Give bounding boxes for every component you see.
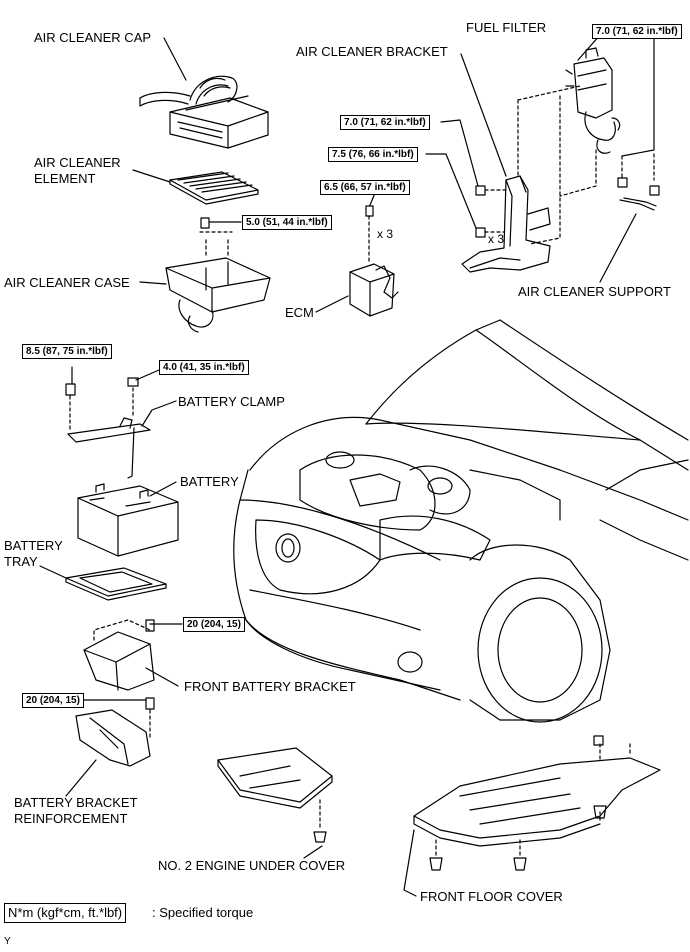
label-front-battery-bracket: FRONT BATTERY BRACKET <box>184 679 356 694</box>
torque-battery-clamp-bolt: 8.5 (87, 75 in.*lbf) <box>22 344 112 359</box>
ecm-drawing <box>349 205 399 317</box>
battery-clamp-drawing <box>65 377 151 479</box>
torque-bracket-reinforcement: 20 (204, 15) <box>22 693 84 708</box>
label-air-cleaner-support: AIR CLEANER SUPPORT <box>518 284 671 299</box>
battery-tray-drawing <box>65 567 167 601</box>
air-cleaner-element-drawing <box>169 171 259 205</box>
air-cleaner-case-drawing <box>165 217 271 333</box>
label-front-floor-cover: FRONT FLOOR COVER <box>420 889 563 904</box>
vehicle-drawing <box>233 319 689 723</box>
torque-air-cleaner-case: 5.0 (51, 44 in.*lbf) <box>242 215 332 230</box>
air-cleaner-cap-drawing <box>139 75 269 149</box>
torque-bracket-lower: 7.5 (76, 66 in.*lbf) <box>328 147 418 162</box>
figure-code: Y <box>4 936 11 947</box>
fuel-filter-drawing <box>565 47 621 154</box>
front-floor-cover-drawing <box>413 735 661 871</box>
torque-front-battery-bracket: 20 (204, 15) <box>183 617 245 632</box>
label-battery-bracket-reinforcement: BATTERY BRACKET REINFORCEMENT <box>14 795 138 826</box>
label-no2-engine-under-cover: NO. 2 ENGINE UNDER COVER <box>158 858 346 873</box>
no2-engine-under-cover-drawing <box>217 747 333 843</box>
label-ecm: ECM <box>285 305 314 320</box>
label-air-cleaner-bracket: AIR CLEANER BRACKET <box>296 44 448 59</box>
battery-bracket-reinforcement-drawing <box>75 697 155 767</box>
air-cleaner-bracket-drawing <box>461 175 551 273</box>
legend-meaning: : Specified torque <box>152 905 254 920</box>
label-air-cleaner-element: AIR CLEANER ELEMENT <box>34 155 121 186</box>
torque-bracket-upper: 7.0 (71, 62 in.*lbf) <box>340 115 430 130</box>
qty-bracket-bolts: x 3 <box>488 232 505 246</box>
air-cleaner-support-drawing <box>617 177 660 211</box>
torque-ecm: 6.5 (66, 57 in.*lbf) <box>320 180 410 195</box>
label-air-cleaner-case: AIR CLEANER CASE <box>4 275 130 290</box>
label-air-cleaner-cap: AIR CLEANER CAP <box>34 30 152 45</box>
qty-ecm-bolts: x 3 <box>377 227 394 241</box>
label-fuel-filter: FUEL FILTER <box>466 20 547 35</box>
label-battery-clamp: BATTERY CLAMP <box>178 394 285 409</box>
torque-battery-clamp-nut: 4.0 (41, 35 in.*lbf) <box>159 360 249 375</box>
torque-fuel-filter-support: 7.0 (71, 62 in.*lbf) <box>592 24 682 39</box>
label-battery-tray: BATTERY TRAY <box>4 538 63 569</box>
battery-drawing <box>77 483 179 557</box>
label-battery: BATTERY <box>180 474 239 489</box>
front-battery-bracket-drawing <box>83 619 155 691</box>
legend-unit-box: N*m (kgf*cm, ft.*lbf) <box>4 903 127 923</box>
